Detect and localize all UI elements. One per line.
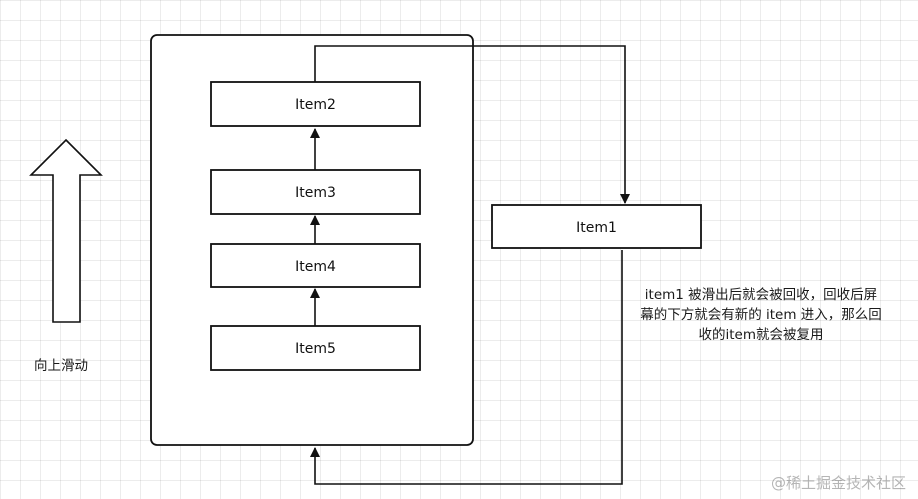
item5-label: Item5 [295,341,336,357]
recycle-note: item1 被滑出后就会被回收，回收后屏 幕的下方就会有新的 item 进入，那… [612,285,910,345]
scroll-up-caption: 向上滑动 [34,358,88,374]
scroll-up-arrow-icon [29,138,103,323]
item3-box: Item3 [210,169,421,215]
note-line: 收的item就会被复用 [698,327,824,343]
note-line: item1 被滑出后就会被回收，回收后屏 [644,287,878,303]
item1-label: Item1 [576,220,617,236]
item2-label: Item2 [295,97,336,113]
item4-label: Item4 [295,259,336,275]
item3-label: Item3 [295,185,336,201]
note-line: 幕的下方就会有新的 item 进入，那么回 [640,307,882,323]
item4-box: Item4 [210,243,421,288]
watermark: @稀土掘金技术社区 [770,474,906,492]
arrow-item2-to-item1 [314,45,630,204]
item1-box: Item1 [491,204,702,249]
item5-box: Item5 [210,325,421,371]
item2-box: Item2 [210,81,421,127]
arrow-item1-to-container-bottom [310,250,623,485]
